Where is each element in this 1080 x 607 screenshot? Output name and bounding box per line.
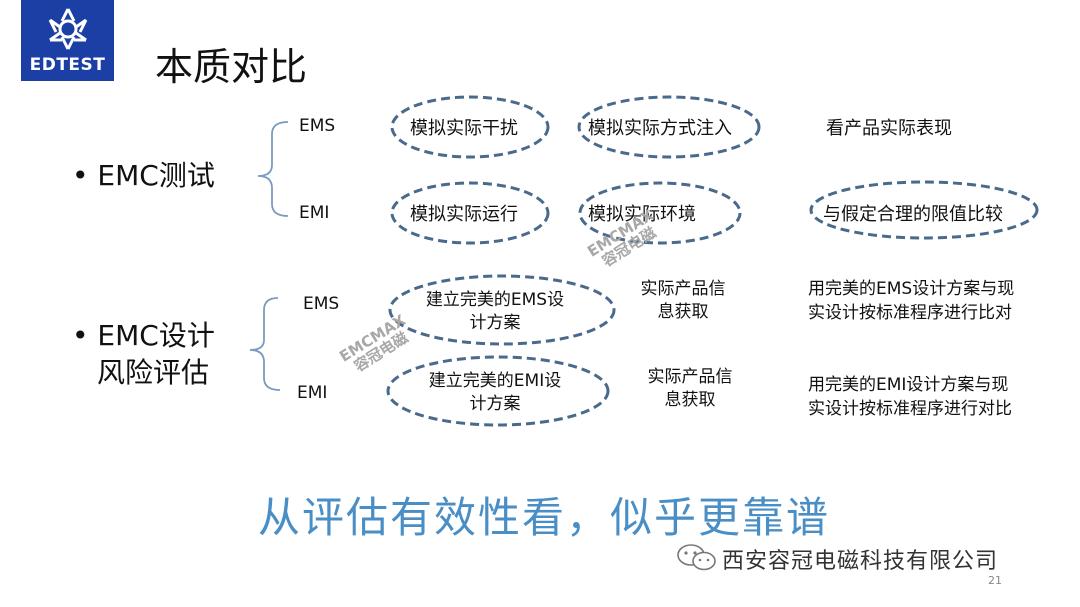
star-knot-logo-icon <box>48 8 88 50</box>
text-emi-compare: 用完美的EMI设计方案与现实设计按标准程序进行对比 <box>808 375 1012 419</box>
ellipse-emi-design <box>386 355 610 427</box>
ellipse-emi-simulate-run <box>390 181 550 245</box>
text-ems-compare: 用完美的EMS设计方案与现实设计按标准程序进行比对 <box>808 279 1015 323</box>
text-emi-info: 实际产品信息获取 <box>647 367 733 410</box>
bracket-emc-test <box>257 121 289 217</box>
text-product-performance: 看产品实际表现 <box>826 118 952 139</box>
text-emi-design: 建立完美的EMI设计方案 <box>428 371 562 414</box>
company-name: 西安容冠电磁科技有限公司 <box>722 549 999 574</box>
text-simulate-interference: 模拟实际干扰 <box>410 118 518 139</box>
wechat-icon <box>677 544 716 571</box>
logo-text: EDTEST <box>29 55 106 75</box>
tag-ems-2: EMS <box>303 294 340 314</box>
text-ems-design: 建立完美的EMS设计方案 <box>425 290 565 333</box>
ellipse-ems-simulate-interference <box>390 95 550 159</box>
text-limit-compare: 与假定合理的限值比较 <box>823 204 1003 225</box>
text-simulate-environment: 模拟实际环境 <box>588 204 696 225</box>
label-emc-test: EMC测试 <box>97 159 215 192</box>
tag-ems-1: EMS <box>299 116 336 136</box>
ellipse-ems-design <box>388 274 616 346</box>
bullet-emc-design: • EMC设计 <box>72 319 215 352</box>
bracket-emc-design <box>249 297 281 391</box>
ellipse-emi-environment <box>578 181 742 245</box>
page-number: 21 <box>988 574 1002 587</box>
label-emc-design-line1: EMC设计 <box>97 319 215 352</box>
tag-emi-2: EMI <box>297 383 328 403</box>
bullet-emc-test: • EMC测试 <box>72 159 215 192</box>
ellipse-ems-injection <box>577 95 761 159</box>
page-title: 本质对比 <box>155 45 308 89</box>
ellipse-emi-limit-compare <box>809 180 1039 240</box>
slogan-text: 从评估有效性看，似乎更靠谱 <box>258 493 831 542</box>
text-simulate-injection: 模拟实际方式注入 <box>588 118 732 139</box>
label-emc-design-line2: 风险评估 <box>97 356 210 389</box>
edtest-logo: EDTEST <box>21 0 114 81</box>
text-simulate-run: 模拟实际运行 <box>410 204 518 225</box>
text-ems-info: 实际产品信息获取 <box>640 279 726 322</box>
tag-emi-1: EMI <box>299 203 330 223</box>
